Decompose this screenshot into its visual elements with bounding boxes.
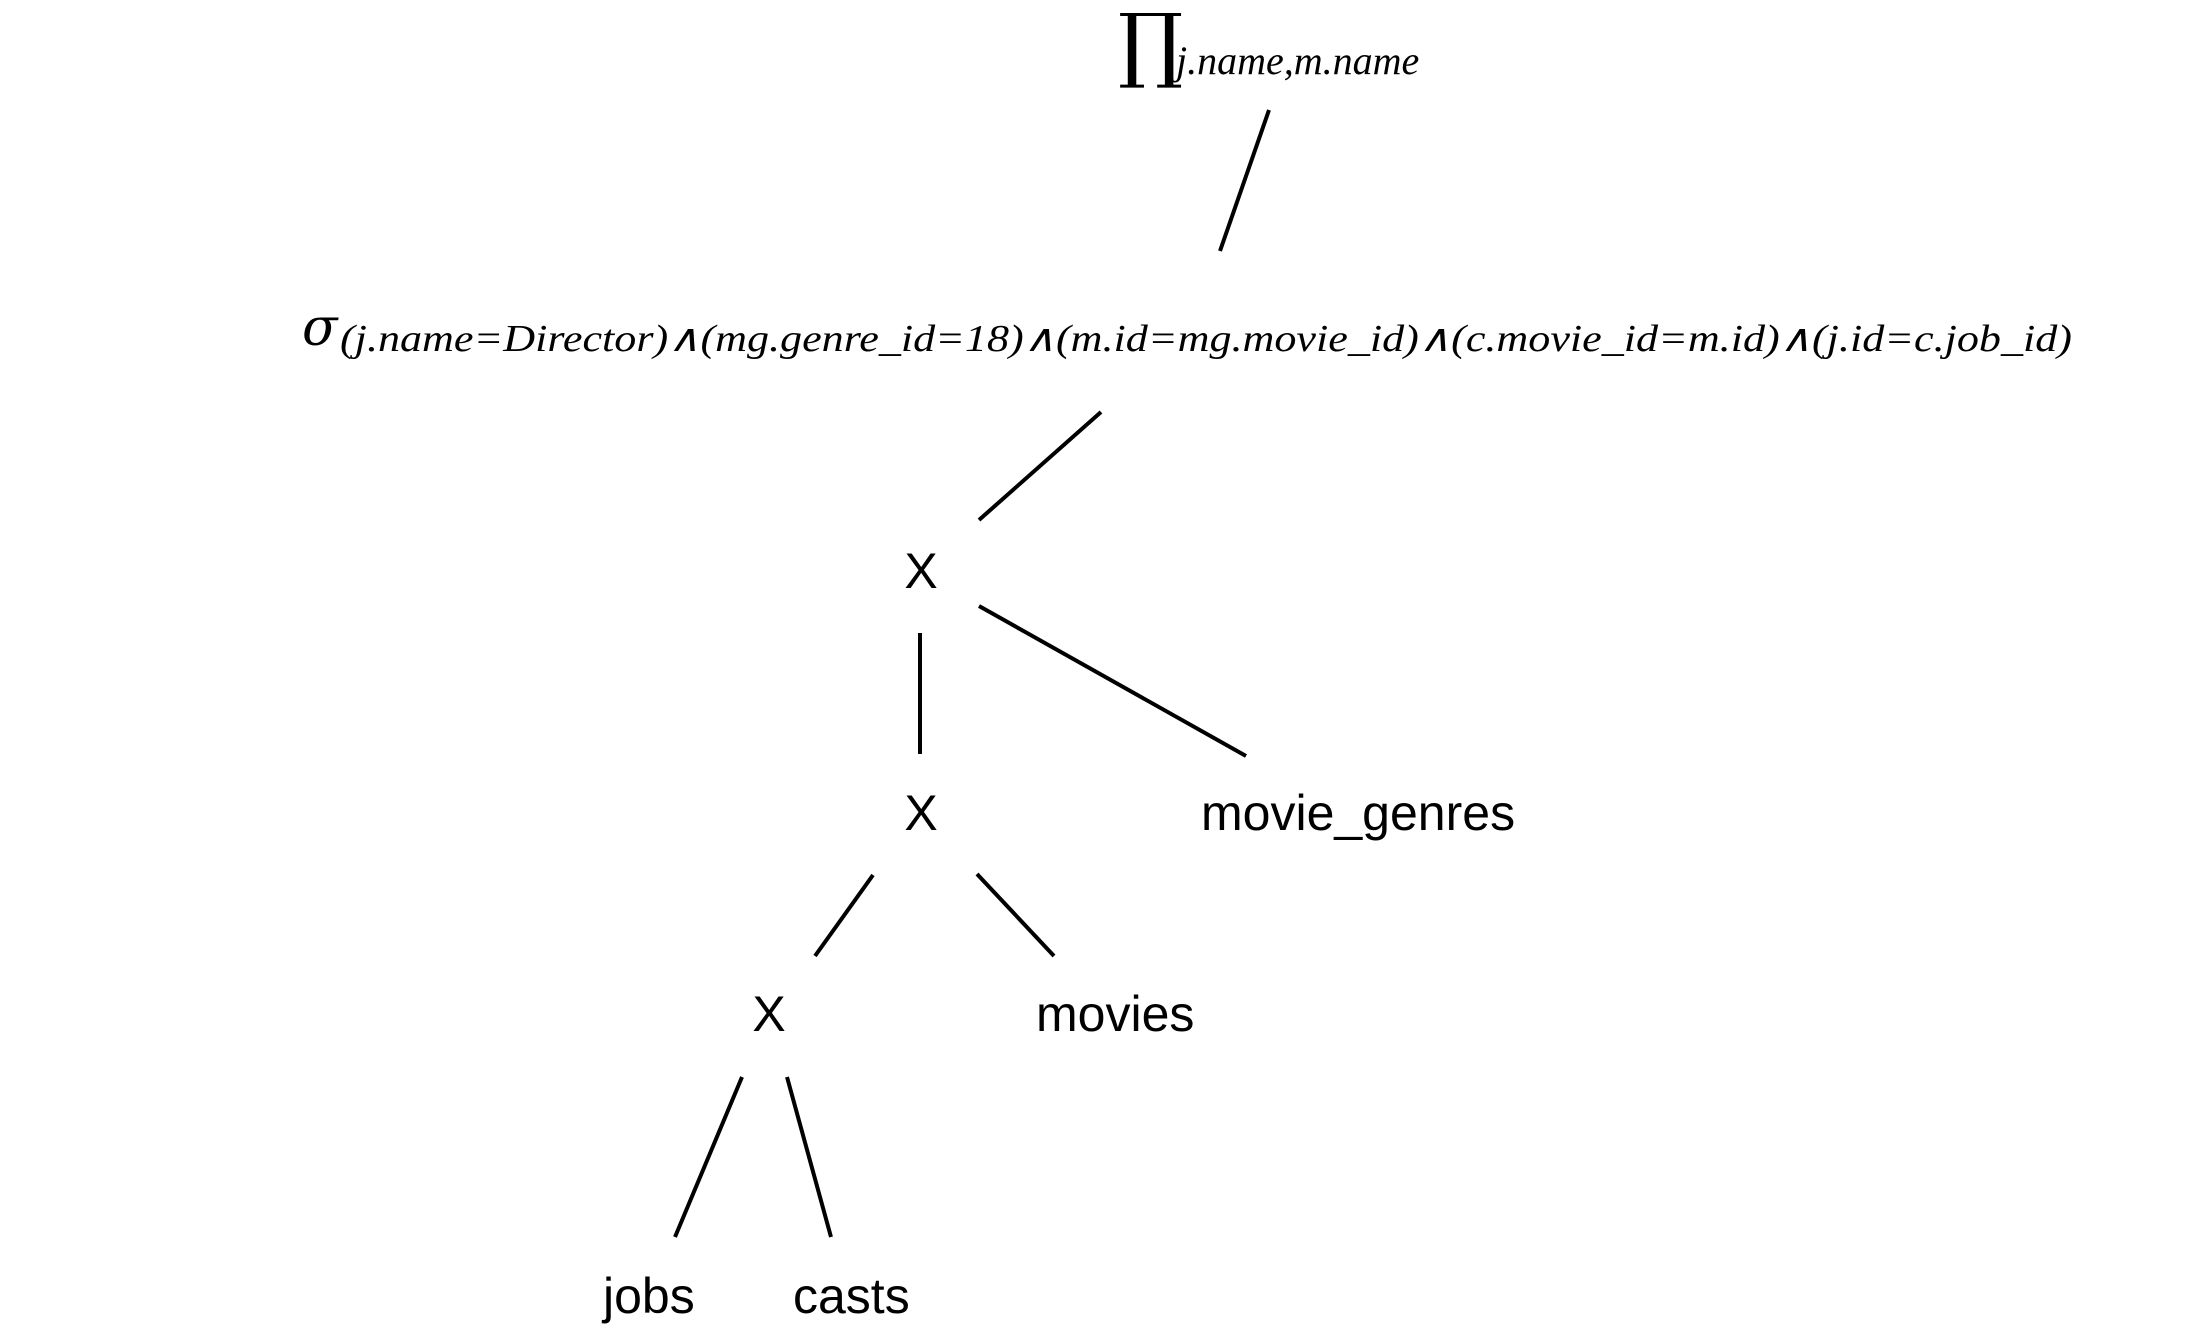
edge-cross-top-movie-genres — [978, 604, 1247, 758]
projection-node: ∏ j.name,m.name — [1118, 0, 1419, 92]
relation-casts: casts — [793, 1268, 910, 1324]
edge-cross-middle-cross-bottom — [813, 873, 875, 958]
selection-node: σ (j.name=Director)∧(mg.genre_id=18)∧(m.… — [302, 298, 2072, 360]
edge-cross-bottom-casts — [785, 1076, 833, 1238]
edge-cross-middle-movies — [975, 872, 1056, 958]
selection-symbol: σ — [302, 298, 339, 358]
projection-attributes: j.name,m.name — [1171, 38, 1419, 83]
cross-product-bottom: X — [752, 986, 785, 1042]
cross-product-top: X — [904, 543, 937, 599]
edge-projection-selection — [1218, 109, 1271, 252]
relation-movies: movies — [1036, 986, 1194, 1042]
relation-movie-genres: movie_genres — [1201, 785, 1515, 841]
relation-jobs: jobs — [601, 1268, 695, 1324]
edge-cross-bottom-jobs — [673, 1076, 744, 1238]
cross-product-middle: X — [904, 785, 937, 841]
selection-condition: (j.name=Director)∧(mg.genre_id=18)∧(m.id… — [340, 318, 2072, 360]
projection-symbol: ∏ — [1118, 0, 1183, 92]
edge-selection-cross-top — [977, 410, 1103, 522]
